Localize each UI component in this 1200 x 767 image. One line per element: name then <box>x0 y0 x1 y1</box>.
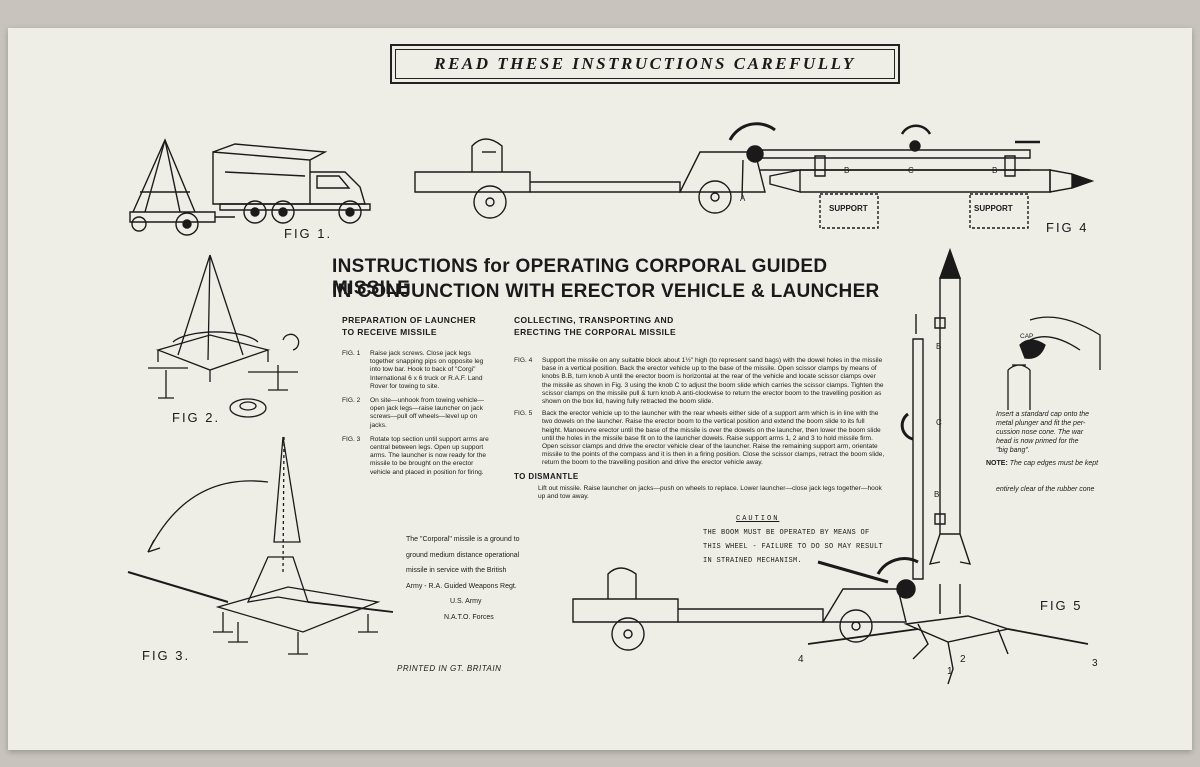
caution-heading: CAUTION <box>736 515 780 523</box>
fig1-label: FIG 1. <box>284 226 333 241</box>
fig3-label: FIG 3. <box>142 648 191 663</box>
instruction-sheet <box>8 28 1192 750</box>
fig5-label: FIG 5 <box>1040 598 1083 613</box>
fig5-illustration <box>568 244 1108 684</box>
step-fig5: FIG. 5 Back the erector vehicle up to th… <box>514 410 885 467</box>
step-fig1: FIG. 1 Raise jack screws. Close jack leg… <box>342 350 484 390</box>
column-collecting: COLLECTING, TRANSPORTING AND ERECTING TH… <box>514 314 734 338</box>
support-label-2: SUPPORT <box>974 204 1013 213</box>
fig1-illustration <box>125 132 390 242</box>
arm-label-2: 2 <box>960 654 966 665</box>
instructions-banner: READ THESE INSTRUCTIONS CAREFULLY <box>390 44 900 84</box>
col2-heading-2: ERECTING THE CORPORAL MISSILE <box>514 327 677 337</box>
fig2-label: FIG 2. <box>172 410 221 425</box>
col2-heading-1: COLLECTING, TRANSPORTING AND <box>514 315 674 325</box>
col1-heading-2: TO RECEIVE MISSILE <box>342 327 437 337</box>
cap-note-continued: entirely clear of the rubber cone <box>996 486 1095 493</box>
banner-text: READ THESE INSTRUCTIONS CAREFULLY <box>395 49 895 79</box>
label-b-3: B <box>936 342 942 351</box>
column-preparation: PREPARATION OF LAUNCHER TO RECEIVE MISSI… <box>342 314 492 338</box>
arm-label-1: 1 <box>947 666 953 677</box>
step-fig4: FIG. 4 Support the missile on any suitab… <box>514 357 884 406</box>
dismantle-text: Lift out missile. Raise launcher on jack… <box>538 484 882 500</box>
column-collecting-steps: FIG. 4 Support the missile on any suitab… <box>514 357 886 501</box>
fig2-illustration <box>148 250 308 420</box>
fig3-illustration <box>128 432 398 672</box>
cap-instructions: Insert a standard cap onto the metal plu… <box>996 411 1090 454</box>
fig4-label: FIG 4 <box>1046 220 1089 235</box>
label-c-2: C <box>936 418 942 427</box>
title-line-1: INSTRUCTIONS for OPERATING CORPORAL GUID… <box>332 256 828 299</box>
column-preparation-steps: FIG. 1 Raise jack screws. Close jack leg… <box>342 350 494 477</box>
step-fig3: FIG. 3 Rotate top section until support … <box>342 435 489 476</box>
label-a: A <box>740 194 746 203</box>
arm-label-4: 4 <box>798 654 804 665</box>
about-corporal: The "Corporal" missile is a ground to gr… <box>406 536 520 621</box>
fig4-illustration <box>410 112 1100 232</box>
caution-box: CAUTION THE BOOM MUST BE OPERATED BY MEA… <box>703 512 933 568</box>
dismantle-heading: TO DISMANTLE <box>514 471 579 481</box>
cap-illustration <box>1000 310 1120 410</box>
cap-label: CAP <box>1020 333 1034 340</box>
step-fig2: FIG. 2 On site—unhook from towing vehicl… <box>342 397 484 429</box>
cap-note: NOTE: The cap edges must be kept <box>986 460 1099 467</box>
printed-in-label: PRINTED IN GT. BRITAIN <box>397 664 502 673</box>
col1-heading-1: PREPARATION OF LAUNCHER <box>342 315 477 325</box>
label-b-4: B <box>934 490 940 499</box>
support-label-1: SUPPORT <box>829 204 868 213</box>
arm-label-3: 3 <box>1092 658 1098 669</box>
title-line-2: IN CONJUNCTION WITH ERECTOR VEHICLE & LA… <box>332 281 880 302</box>
